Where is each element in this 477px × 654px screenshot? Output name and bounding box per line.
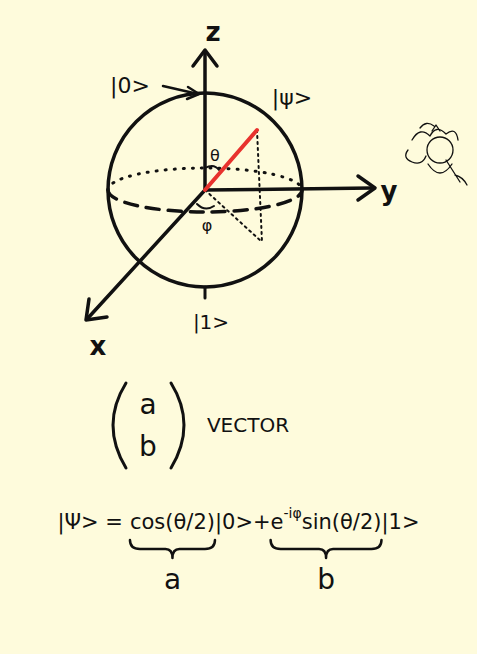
x-arrowhead: [86, 299, 107, 320]
note: VECTOR: [207, 414, 289, 436]
theta-arc: [205, 166, 219, 170]
equation-part: |0>+: [215, 511, 271, 534]
pointer-arrowhead: [187, 87, 199, 99]
angle-label: φ: [202, 217, 213, 235]
angle-label: θ: [210, 147, 220, 165]
equation-part: |1>: [381, 511, 419, 534]
vector-component: a: [139, 390, 156, 421]
x-axis: [88, 190, 205, 318]
right-parenthesis: [171, 383, 184, 468]
equation-part: |Ψ> =: [57, 511, 122, 534]
equation-part: e: [271, 511, 284, 534]
phi-arc: [197, 204, 214, 209]
state-vector: [205, 130, 257, 190]
pole-tick: [204, 287, 207, 298]
y-arrowhead: [358, 176, 375, 200]
equation-part: cos(θ/2): [130, 511, 215, 534]
brace-label: a: [164, 565, 181, 596]
doodle: [406, 123, 467, 185]
basis-state: |0>: [110, 74, 150, 98]
brace-label: b: [317, 565, 335, 596]
projection-line: [205, 190, 262, 242]
z-arrowhead: [193, 50, 217, 66]
equator-front: [108, 190, 302, 212]
equation-exponent: -iφ: [284, 506, 302, 521]
y-axis: [205, 188, 372, 190]
left-parenthesis: [113, 383, 126, 468]
basis-state: |1>: [193, 311, 229, 333]
axis-label: x: [90, 332, 107, 361]
axis-label: z: [205, 18, 220, 47]
brace: [271, 540, 382, 558]
equation-part: sin(θ/2): [302, 511, 382, 534]
axis-label: y: [381, 177, 398, 206]
vector-component: b: [139, 432, 157, 463]
z-axis: [203, 52, 207, 190]
brace: [130, 540, 215, 558]
state-label: |ψ>: [272, 86, 312, 110]
projection-line: [257, 130, 262, 242]
